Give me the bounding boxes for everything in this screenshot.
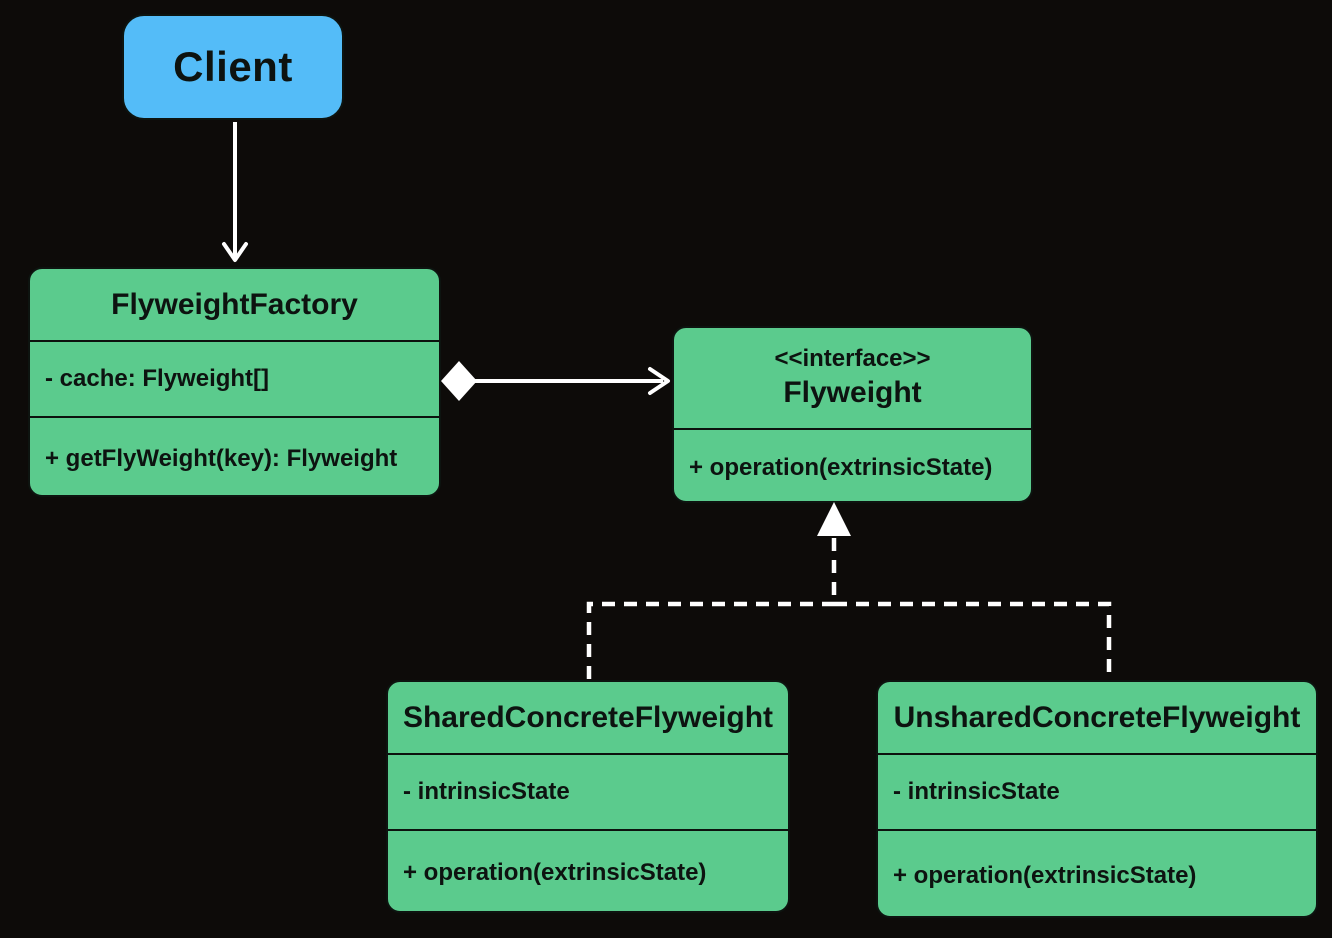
class-attribute-compartment: - intrinsicState	[388, 753, 788, 829]
class-method-compartment: + getFlyWeight(key): Flyweight	[30, 416, 439, 499]
class-title: Client	[173, 43, 293, 90]
class-method-compartment: + operation(extrinsicState)	[878, 829, 1316, 920]
realization-edges-to-flyweight	[586, 502, 1112, 679]
class-method: + operation(extrinsicState)	[893, 861, 1197, 889]
class-method: + operation(extrinsicState)	[689, 453, 993, 481]
class-title: UnsharedConcreteFlyweight	[893, 700, 1301, 734]
composition-diamond-icon	[441, 361, 477, 401]
class-node-shared-concrete-flyweight: SharedConcreteFlyweight - intrinsicState…	[386, 680, 790, 913]
class-attribute-compartment: - cache: Flyweight[]	[30, 340, 439, 416]
class-method: + getFlyWeight(key): Flyweight	[45, 444, 398, 472]
interface-stereotype-label: <<interface>>	[774, 345, 931, 373]
class-title-compartment: SharedConcreteFlyweight	[388, 682, 788, 753]
class-node-client: Client	[122, 14, 344, 120]
open-arrowhead-icon	[222, 242, 248, 262]
class-node-flyweight-factory: FlyweightFactory - cache: Flyweight[] + …	[28, 267, 441, 497]
class-attribute-compartment: - intrinsicState	[878, 753, 1316, 829]
association-edge-client-to-factory	[222, 122, 248, 262]
class-attribute: - intrinsicState	[893, 778, 1060, 805]
interface-node-flyweight: <<interface>> Flyweight + operation(extr…	[672, 326, 1033, 503]
realization-branch-shared-dashed	[586, 601, 834, 679]
interface-title-compartment: <<interface>> Flyweight	[674, 328, 1031, 428]
class-title: Flyweight	[783, 376, 922, 410]
class-method-compartment: + operation(extrinsicState)	[674, 428, 1031, 505]
class-attribute: - cache: Flyweight[]	[45, 365, 270, 392]
realization-triangle-icon	[817, 502, 851, 536]
open-arrowhead-icon	[648, 367, 670, 395]
class-method-compartment: + operation(extrinsicState)	[388, 829, 788, 915]
class-method: + operation(extrinsicState)	[403, 859, 707, 886]
class-node-unshared-concrete-flyweight: UnsharedConcreteFlyweight - intrinsicSta…	[876, 680, 1318, 918]
class-title-compartment: UnsharedConcreteFlyweight	[878, 682, 1316, 753]
composition-edge-factory-to-flyweight	[441, 361, 670, 401]
class-attribute: - intrinsicState	[403, 778, 570, 805]
class-title-compartment: FlyweightFactory	[30, 269, 439, 340]
class-title: FlyweightFactory	[111, 287, 358, 321]
realization-branch-unshared-dashed	[834, 601, 1112, 679]
class-title: SharedConcreteFlyweight	[402, 700, 774, 734]
